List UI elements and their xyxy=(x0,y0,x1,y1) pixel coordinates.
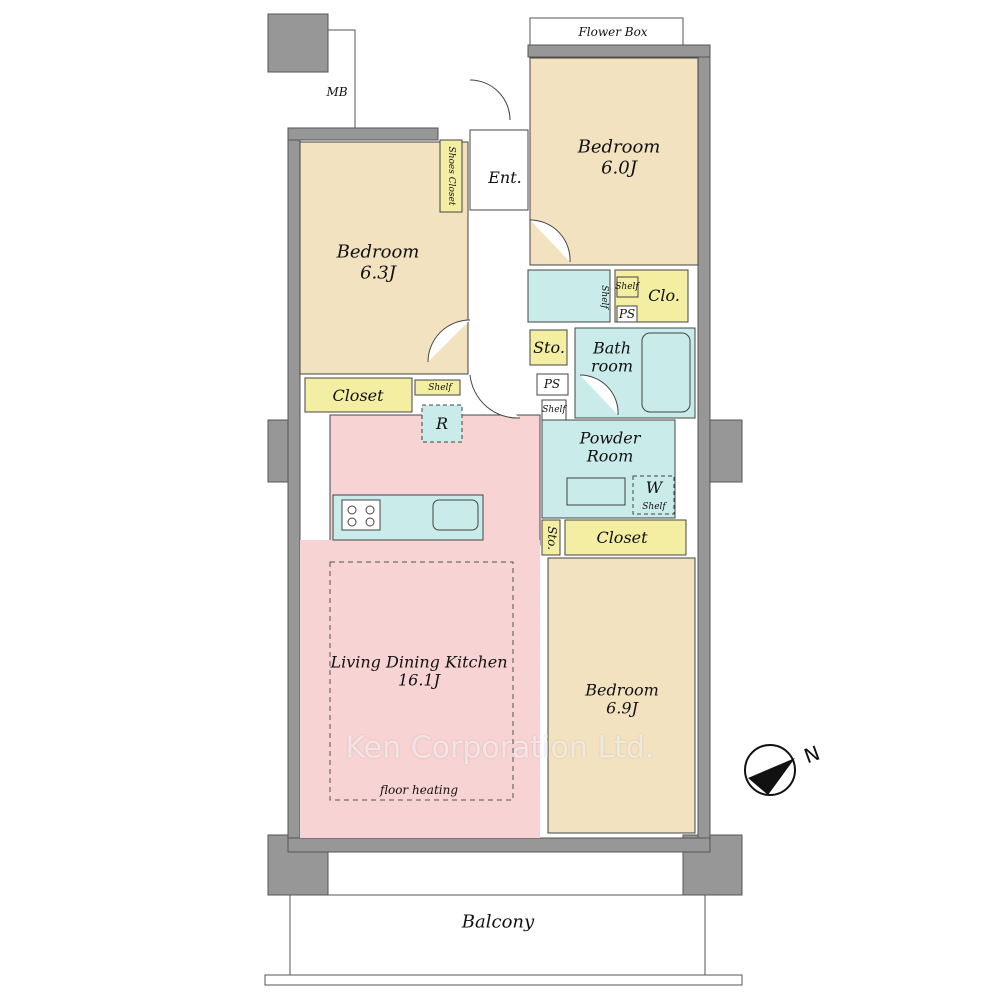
refrigerator-label: R xyxy=(435,413,449,433)
bedroom-a-area xyxy=(529,57,699,266)
kitchen-sink xyxy=(432,499,479,531)
closet-left-label: Closet xyxy=(332,385,384,405)
closet-right-label: Closet xyxy=(596,527,648,547)
ps-label: PS xyxy=(543,377,561,392)
ps-box xyxy=(616,305,638,323)
bathroom-label: Bath room xyxy=(590,338,634,376)
burner xyxy=(365,505,375,515)
sto-small-area xyxy=(541,519,561,556)
stove xyxy=(341,499,381,531)
room-name: Living Dining Kitchen xyxy=(330,652,508,672)
door-swing xyxy=(579,374,619,416)
entrance-label: Ent. xyxy=(488,167,522,187)
burner xyxy=(347,505,357,515)
room-size: 6.3J xyxy=(360,262,396,283)
wall-top-left xyxy=(287,127,439,141)
ldk-area xyxy=(300,540,540,838)
bedroom-c-area xyxy=(547,557,696,834)
sto-small-label: Sto. xyxy=(544,526,559,550)
washer-label: W xyxy=(645,477,663,497)
mb-line xyxy=(328,29,356,130)
powder-room-area xyxy=(541,419,676,519)
mb-label: MB xyxy=(326,85,348,100)
room-name: Bedroom xyxy=(585,680,659,700)
door-swing xyxy=(427,319,471,363)
closet-right-area xyxy=(564,519,687,556)
sto-label: Sto. xyxy=(533,337,565,357)
shelf-label: Shelf xyxy=(542,404,566,415)
shoes-closet-area xyxy=(439,139,463,213)
shelf-label: Shelf xyxy=(642,501,666,512)
shelf-left-area xyxy=(414,379,461,396)
room-name: Bedroom xyxy=(336,241,420,263)
sink xyxy=(566,477,626,506)
powder-room-label: Powder Room xyxy=(579,428,641,466)
shelf-label: Shelf xyxy=(615,281,639,292)
shelf-label: Shelf xyxy=(428,382,452,393)
entrance-area xyxy=(469,129,529,211)
room-size: 16.1J xyxy=(397,671,441,690)
shoes-closet-label: Shoes Closet xyxy=(446,146,457,206)
washer-box xyxy=(632,475,675,515)
balcony-area xyxy=(289,894,706,976)
burner xyxy=(365,517,375,527)
wall-bottom xyxy=(287,837,711,853)
shelf-label: Shelf xyxy=(599,285,610,309)
laundry-area xyxy=(527,269,611,323)
compass-arrow xyxy=(748,758,795,795)
balcony-rail xyxy=(264,974,743,986)
floor-heating-label: floor heating xyxy=(379,783,459,798)
wall-right xyxy=(697,44,711,839)
room-size: 6.9J xyxy=(606,699,638,718)
flower-box xyxy=(529,17,684,46)
room-name: Bedroom xyxy=(577,136,661,158)
floor-heating-zone xyxy=(329,561,514,801)
door-swing xyxy=(529,219,571,263)
bathtub xyxy=(641,332,691,413)
door-swing xyxy=(469,79,511,121)
refrigerator-box xyxy=(421,404,463,443)
burner xyxy=(347,517,357,527)
door-swing xyxy=(469,374,521,419)
clo-label: Clo. xyxy=(648,285,680,305)
pillar xyxy=(707,419,743,483)
sto-area xyxy=(529,329,568,366)
ps-label: PS xyxy=(618,307,636,322)
wall-left xyxy=(287,127,301,839)
closet-left-area xyxy=(304,377,413,413)
balcony-label: Balcony xyxy=(461,911,535,933)
watermark: Ken Corporation Ltd. xyxy=(345,730,655,766)
shelf-clo-area xyxy=(616,276,639,298)
mb-pillar xyxy=(267,13,329,73)
flower-box-label: Flower Box xyxy=(578,25,648,40)
ps-box xyxy=(536,373,569,396)
room-size: 6.0J xyxy=(601,157,637,178)
wall-top-right xyxy=(527,44,711,58)
